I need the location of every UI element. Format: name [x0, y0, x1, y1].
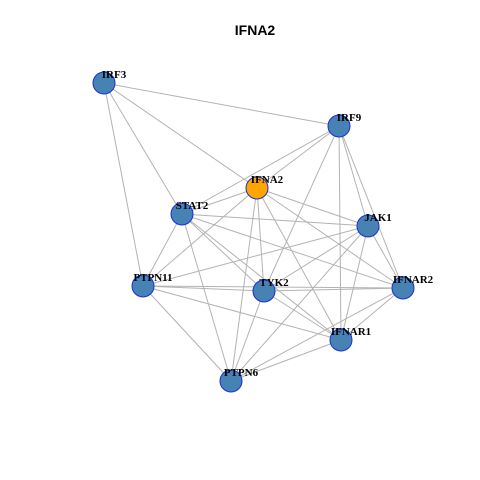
edge-ifna2-ptpn11	[142, 187, 258, 287]
node-layer	[92, 71, 415, 393]
node-label-jak1: JAK1	[364, 212, 392, 224]
edge-ifna2-tyk2	[256, 187, 265, 292]
node-label-stat2: STAT2	[176, 200, 209, 212]
node-label-ifnar2: IFNAR2	[393, 274, 434, 286]
edge-jak1-tyk2	[263, 225, 369, 292]
node-ptpn6[interactable]	[219, 369, 243, 393]
edge-layer	[103, 82, 404, 382]
edge-irf9-tyk2	[263, 125, 340, 292]
node-jak1[interactable]	[356, 214, 380, 238]
edge-irf3-ptpn11	[103, 82, 144, 287]
edge-stat2-ifnar1	[181, 213, 342, 341]
node-tyk2[interactable]	[252, 279, 276, 303]
edge-stat2-ptpn11	[142, 213, 183, 287]
edge-jak1-ifnar1	[340, 225, 369, 341]
node-stat2[interactable]	[170, 202, 194, 226]
edge-stat2-ptpn6	[181, 213, 232, 382]
node-ptpn11[interactable]	[131, 274, 155, 298]
node-ifnar1[interactable]	[329, 328, 353, 352]
edge-irf9-jak1	[338, 125, 369, 227]
node-label-ifna2: IFNA2	[251, 174, 284, 186]
edge-stat2-ifnar2	[181, 213, 404, 289]
node-label-ptpn11: PTPN11	[133, 272, 172, 284]
edge-stat2-tyk2	[181, 213, 265, 292]
edge-irf3-stat2	[103, 82, 183, 215]
node-irf3[interactable]	[92, 71, 116, 95]
node-label-ptpn6: PTPN6	[224, 367, 259, 379]
edge-ifnar2-ptpn6	[230, 287, 404, 382]
edge-irf9-stat2	[181, 125, 340, 215]
node-label-tyk2: TYK2	[259, 277, 289, 289]
edge-ifna2-stat2	[181, 187, 258, 215]
diagram-title: IFNA2	[235, 22, 276, 38]
node-label-irf9: IRF9	[337, 112, 362, 124]
edge-ifna2-ifnar1	[256, 187, 342, 341]
edge-jak1-ifnar2	[367, 225, 404, 289]
edge-irf3-irf9	[103, 82, 340, 127]
edge-ptpn11-ptpn6	[142, 285, 232, 382]
edge-ifnar2-ifnar1	[340, 287, 404, 341]
node-label-ifnar1: IFNAR1	[331, 326, 371, 338]
edge-irf3-ifna2	[103, 82, 258, 189]
edge-ptpn11-tyk2	[142, 285, 265, 292]
edge-ptpn11-ifnar1	[142, 285, 342, 341]
edge-jak1-ptpn11	[142, 225, 369, 287]
edge-tyk2-ifnar2	[263, 287, 404, 292]
edge-tyk2-ifnar1	[263, 290, 342, 341]
edge-irf9-ifnar2	[338, 125, 404, 289]
edge-ifna2-ptpn6	[230, 187, 258, 382]
edge-stat2-jak1	[181, 213, 369, 227]
edge-ifna2-jak1	[256, 187, 369, 227]
edge-ifna2-ifnar2	[256, 187, 404, 289]
node-ifna2[interactable]	[245, 176, 269, 200]
edge-irf9-ifna2	[256, 125, 340, 189]
node-irf9[interactable]	[327, 114, 351, 138]
edge-jak1-ptpn6	[230, 225, 369, 382]
node-label-irf3: IRF3	[102, 69, 127, 81]
node-ifnar2[interactable]	[391, 276, 415, 300]
edge-ifnar1-ptpn6	[230, 339, 342, 382]
edge-tyk2-ptpn6	[230, 290, 265, 382]
